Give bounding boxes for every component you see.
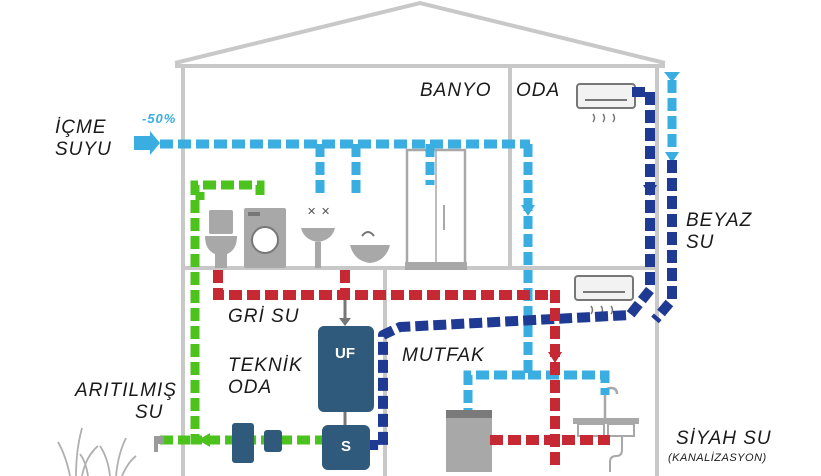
toilet-icon — [205, 210, 237, 268]
grey-water-pipes — [213, 270, 610, 470]
s-tank — [322, 425, 370, 470]
uf-tank-label: UF — [335, 345, 355, 362]
air-conditioner-icon — [574, 275, 634, 315]
grass-icon — [57, 427, 137, 476]
white-water-pipes — [355, 87, 677, 450]
flow-arrow-icon — [548, 352, 562, 363]
reduction-label: -50% — [142, 111, 177, 126]
svg-text:✕: ✕ — [307, 205, 316, 218]
air-conditioner-icon — [576, 83, 636, 123]
svg-text:✕: ✕ — [321, 205, 330, 218]
treated-water-pipes — [160, 180, 330, 445]
flow-arrow-icon — [643, 185, 657, 196]
bathroom-label: BANYO — [420, 80, 492, 101]
technical-room-label: TEKNİK ODA — [228, 355, 303, 398]
washing-machine-icon — [244, 208, 286, 268]
sewage-label: (KANALİZASYON) — [668, 452, 767, 464]
drinking-water-label: İÇME SUYU — [55, 117, 112, 160]
flow-arrow-icon — [134, 72, 680, 216]
room-label: ODA — [516, 80, 561, 101]
black-water-label: SİYAH SU — [676, 428, 772, 449]
kitchen-label: MUTFAK — [402, 345, 485, 366]
treated-water-label: ARITILMIŞ SU — [75, 380, 177, 423]
white-water-label: BEYAZ SU — [686, 210, 753, 253]
uf-tank — [318, 326, 374, 412]
shower-cabin-icon — [405, 148, 467, 270]
dishwasher-icon — [446, 410, 492, 472]
sink-icon — [350, 231, 390, 263]
kitchen-sink-icon — [573, 386, 639, 472]
filter-unit — [232, 423, 282, 463]
sink-icon: ✕ ✕ — [301, 205, 335, 268]
s-tank-label: S — [341, 438, 352, 455]
faucet-icon — [154, 436, 164, 452]
flow-arrow-icon — [198, 433, 210, 447]
grey-water-label: GRİ SU — [228, 306, 300, 327]
